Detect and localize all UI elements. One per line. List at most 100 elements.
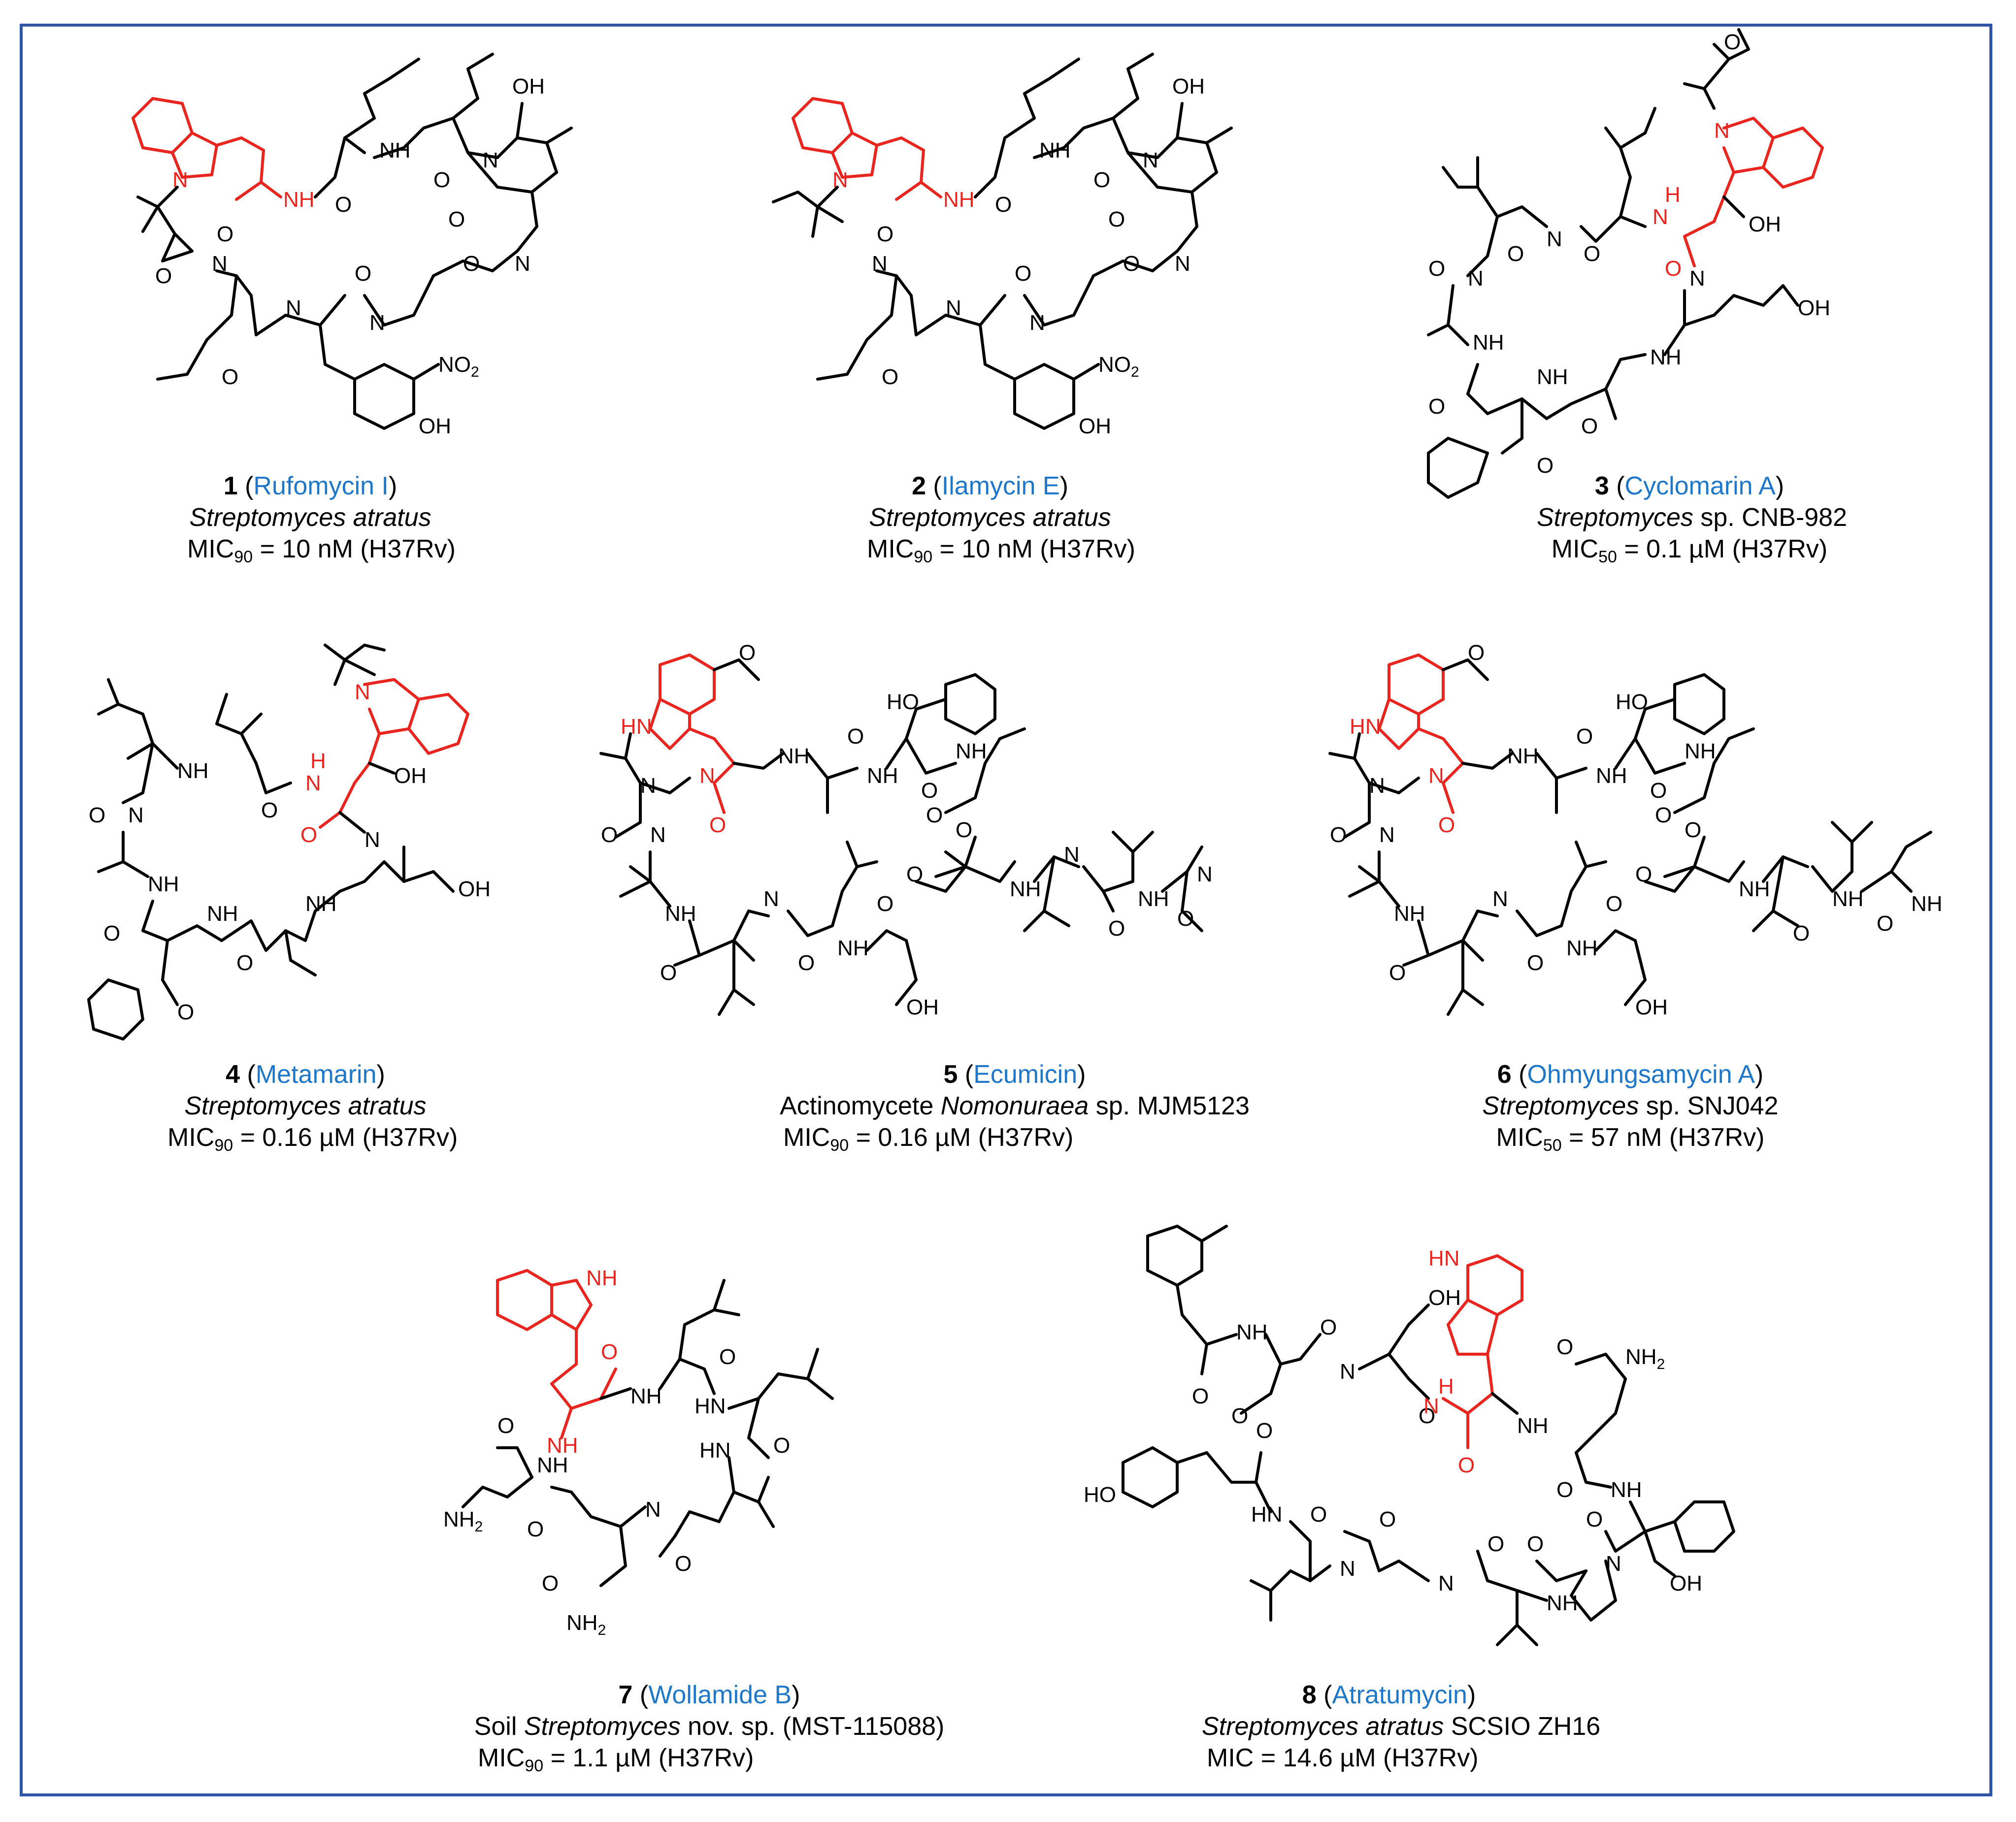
- atom-nh2-7f: NH2: [443, 1507, 483, 1535]
- caption-6: 6 (Ohmyungsamycin A) Streptomyces sp. SN…: [1482, 1060, 1779, 1155]
- atom-oh-3b: OH: [1798, 296, 1830, 320]
- atom-nh-2b: NH: [1039, 138, 1071, 163]
- atom-n-5h: N: [1197, 862, 1213, 886]
- atom-nh-6k: NH: [1394, 902, 1425, 926]
- atom-o-trp-3: O: [1665, 257, 1682, 281]
- caption-2: 2 (Ilamycin E) Streptomyces atratus MIC9…: [867, 472, 1135, 566]
- atom-n-6h: NH: [1911, 892, 1943, 916]
- atom-o-5f: O: [1108, 916, 1125, 941]
- atom-o-8g: O: [1586, 1507, 1603, 1531]
- atom-o-6e: O: [1635, 862, 1652, 886]
- atom-hn-indole-6: HN: [1350, 715, 1381, 739]
- atom-nh2-7d: NH2: [566, 1611, 606, 1638]
- atom-o-2c: O: [1108, 207, 1125, 231]
- atom-o-trp-4: O: [300, 823, 317, 847]
- atom-o-5m: O: [877, 892, 893, 916]
- atom-o-7d: O: [542, 1571, 559, 1595]
- indole-5: [649, 653, 735, 765]
- name-link-1[interactable]: Rufomycin I: [253, 472, 389, 500]
- atom-n-1g: N: [212, 252, 228, 276]
- indole-2: [792, 97, 925, 201]
- atom-o-2f: O: [877, 222, 893, 246]
- atom-o-5k: O: [660, 961, 677, 985]
- atom-o-1a: O: [335, 193, 352, 217]
- atom-nh-6m: NH: [1566, 936, 1598, 960]
- atom-n-8c: N: [1340, 1360, 1355, 1384]
- name-link-2[interactable]: Ilamycin E: [941, 472, 1060, 500]
- atom-o-5e: O: [906, 862, 923, 886]
- atom-hn-indole-5: HN: [621, 715, 652, 739]
- indole-7: [496, 1269, 617, 1439]
- atom-o-1g: O: [222, 365, 238, 389]
- atom-nh-6b: NH: [1596, 764, 1627, 788]
- atom-nh-4d: NH: [148, 872, 179, 896]
- atom-n-3g: N: [1689, 266, 1705, 291]
- atom-nh-2f: N: [946, 296, 961, 320]
- atom-o-6h: O: [1877, 911, 1893, 936]
- name-link-3[interactable]: Cyclomarin A: [1624, 472, 1776, 500]
- structure-4: N OH H N O N O NH N O NH O NH O NH OH O: [79, 616, 571, 1059]
- atom-o-8i: O: [1487, 1532, 1504, 1556]
- atom-o-3b: O: [1507, 242, 1524, 266]
- caption-4: 4 (Metamarin) Streptomyces atratus MIC90…: [167, 1060, 458, 1155]
- structure-8: O NH O O N OH O HN H N O NH NH2 O O NH O…: [1084, 1206, 1773, 1650]
- atom-o-5i: O: [601, 823, 618, 847]
- name-link-8[interactable]: Atratumycin: [1332, 1681, 1467, 1709]
- atom-n-5l: N: [763, 887, 779, 911]
- atom-ho-8: HO: [1084, 1483, 1116, 1507]
- figure-frame: [20, 24, 1992, 1796]
- caption-7: 7 (Wollamide B) Soil Streptomyces nov. s…: [474, 1681, 945, 1775]
- atom-oh-4: OH: [394, 764, 427, 788]
- atom-no2-1: NO2: [438, 353, 479, 380]
- atom-o-2g: O: [882, 365, 898, 389]
- atom-nh-4e: NH: [207, 902, 238, 926]
- atom-o-8k: O: [1310, 1502, 1327, 1527]
- atom-o-3f: O: [1537, 454, 1553, 478]
- atom-nh-3b: N: [1547, 227, 1562, 251]
- atom-nh-8f: NH: [1611, 1478, 1642, 1502]
- name-link-5[interactable]: Ecumicin: [973, 1060, 1078, 1089]
- atom-o-6d: O: [1685, 818, 1701, 842]
- atom-nh-5a: NH: [778, 744, 810, 768]
- indole-8: [1442, 1254, 1523, 1449]
- atom-o-7b: O: [773, 1433, 790, 1458]
- atom-nh-trp-8: H: [1438, 1374, 1454, 1399]
- atom-nh-trp-7: NH: [547, 1433, 578, 1458]
- name-link-4[interactable]: Metamarin: [255, 1060, 377, 1089]
- name-link-7[interactable]: Wollamide B: [648, 1681, 792, 1709]
- atom-o-6b: O: [1650, 779, 1667, 803]
- caption-8: 8 (Atratumycin) Streptomyces atratus SCS…: [1202, 1681, 1601, 1772]
- atom-nh-trp-3: H: [1665, 183, 1681, 207]
- atom-n-trp-5: N: [699, 764, 715, 788]
- atom-o-8b: O: [1320, 1315, 1337, 1339]
- atom-hn-7c: HN: [699, 1438, 731, 1463]
- atom-o-trp-5: O: [709, 813, 726, 837]
- atom-ho-6: HO: [1616, 690, 1648, 714]
- atom-n-3c: N: [1468, 266, 1484, 291]
- atom-o-1c: O: [448, 207, 465, 231]
- atom-nh-5c: NH: [956, 739, 987, 763]
- atom-o-8h: O: [1527, 1532, 1544, 1556]
- atom-hn-indole-8: HN: [1428, 1246, 1460, 1270]
- atom-o-1d: O: [463, 252, 480, 276]
- atom-o-methoxy-5: O: [739, 641, 756, 665]
- atom-o-8e: O: [1556, 1335, 1573, 1359]
- atom-nh2-8e: NH2: [1625, 1345, 1665, 1372]
- name-link-6[interactable]: Ohmyungsamycin A: [1527, 1060, 1755, 1089]
- atom-o-4c: O: [89, 803, 105, 827]
- atom-nh-8i: N: [1438, 1571, 1454, 1595]
- caption-1: 1 (Rufomycin I) Streptomyces atratus MIC…: [187, 472, 456, 566]
- atom-nh-5b: NH: [867, 764, 898, 788]
- atom-n-trp-8: N: [1423, 1394, 1439, 1418]
- atom-o-1e: O: [355, 261, 371, 286]
- atom-o-2a: O: [995, 193, 1012, 217]
- atom-o-4f: O: [177, 1000, 194, 1024]
- atom-o-4b: O: [261, 798, 278, 822]
- atom-oh-3: OH: [1749, 212, 1781, 236]
- atom-o-8c: O: [1231, 1404, 1248, 1428]
- atom-nh-4b: NH: [177, 759, 209, 783]
- atom-nh-indole-7: NH: [586, 1266, 618, 1290]
- atom-n-indole-4: N: [355, 680, 370, 704]
- atom-o-epoxide-1: O: [155, 264, 172, 288]
- atom-nh-7e: NH: [537, 1453, 568, 1477]
